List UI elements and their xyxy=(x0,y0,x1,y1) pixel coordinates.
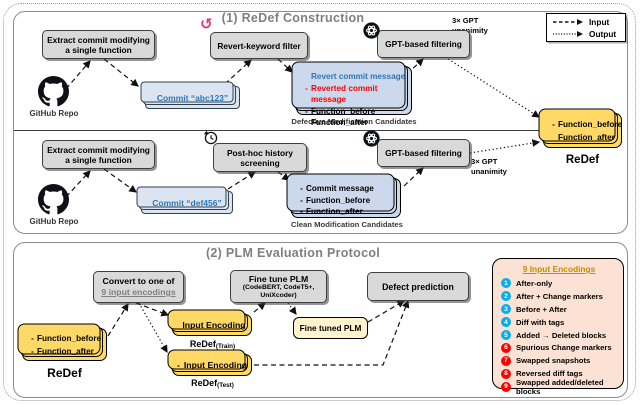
openai-icon-1 xyxy=(363,22,380,44)
defective-candidates-card: Revert commit message -Reverted commit m… xyxy=(296,66,412,127)
train-encoding-card: Input Encoding xyxy=(172,314,252,336)
card-line: -Function_after xyxy=(31,346,94,356)
redef-label-panel2: ReDef xyxy=(47,366,82,380)
posthoc-screening-box: Post-hoc history screening xyxy=(213,143,307,172)
encoding-num-badge: 6 xyxy=(501,342,511,353)
card-line: -Reverted commit message xyxy=(305,83,378,105)
clean-candidates-label: Clean Modification Candidates xyxy=(291,220,403,229)
github-repo-label-2: GitHub Repo xyxy=(29,217,79,226)
train-encoding-text: Input Encoding xyxy=(182,320,246,330)
openai-icon-2 xyxy=(363,130,380,152)
gpt-filtering-box-2: GPT-based filtering xyxy=(377,139,470,167)
encoding-num-badge: 3 xyxy=(501,304,511,315)
encodings-legend-title: 9 Input Encodings xyxy=(522,264,596,274)
github-icon xyxy=(38,76,69,112)
defective-candidates-label: Defective Modification Candidates xyxy=(291,117,417,126)
encoding-num-badge: 4 xyxy=(501,317,511,328)
io-legend: Input Output xyxy=(546,13,626,42)
test-encoding-text: -Input Encoding xyxy=(176,360,248,370)
card-line: Function_after xyxy=(558,133,615,142)
defect-prediction-box: Defect prediction xyxy=(367,272,469,301)
outer-dotted-frame xyxy=(3,3,636,401)
card-line: -Function_before xyxy=(31,334,102,343)
input-arrow-icon xyxy=(553,18,583,25)
card-line: -Function_before xyxy=(305,106,376,116)
plm-evaluation-panel xyxy=(13,242,628,398)
revert-keyword-filter-box: Revert-keyword filter xyxy=(210,32,308,59)
revert-icon: ↺ xyxy=(200,16,213,33)
extract-commit-box-2: Extract commit modifying a single functi… xyxy=(42,140,155,169)
redef-train-label: ReDef(Train) xyxy=(189,339,236,350)
redef-label-panel1: ReDef xyxy=(565,154,600,166)
card-line: -Commit message xyxy=(300,184,374,193)
clean-candidates-card: -Commit message -Function_before -Functi… xyxy=(291,178,401,218)
redef-dataset-card-panel2: -Function_before -Function_after xyxy=(22,328,107,361)
redef-construction-panel xyxy=(13,11,628,234)
panel1-title: (1) ReDef Construction xyxy=(221,11,365,25)
card-line: Revert commit message xyxy=(311,72,406,81)
card-line: -Function_before xyxy=(300,195,371,205)
redef-dataset-card-panel1: -Function_before Function_after xyxy=(543,113,622,148)
output-arrow-icon xyxy=(553,30,583,37)
io-legend-input-row: Input xyxy=(553,17,619,27)
io-legend-output-row: Output xyxy=(553,29,619,39)
commit-card-abc123: Commit “abc123” xyxy=(145,86,240,109)
test-encoding-card: -Input Encoding xyxy=(172,354,252,376)
card-line: -Function_before xyxy=(552,120,623,129)
github-repo-label-1: GitHub Repo xyxy=(29,109,79,118)
card-line: -Function_after xyxy=(300,207,363,216)
convert-box: Convert to one of 9 input encodings xyxy=(93,271,184,303)
commit-card-def456: Commit “def456” xyxy=(141,191,233,214)
io-legend-input-label: Input xyxy=(589,16,610,27)
gpt-unanimity-label-1: 3× GPT unanimity xyxy=(452,16,488,35)
encoding-num-badge: 1 xyxy=(501,278,511,289)
github-icon-2 xyxy=(38,184,69,220)
extract-commit-box-1: Extract commit modifying a single functi… xyxy=(42,30,155,59)
finetuned-plm-box: Fine tuned PLM xyxy=(293,317,368,339)
finetune-line2: (CodeBERT, CodeT5+, xyxy=(242,284,315,291)
encoding-num-badge: 8 xyxy=(501,368,511,379)
finetune-line3: UniXcoder) xyxy=(260,291,297,299)
finetune-line1: Fine tune PLM xyxy=(248,274,309,284)
panel1-divider xyxy=(14,130,542,131)
panel2-title: (2) PLM Evaluation Protocol xyxy=(205,246,381,260)
io-legend-output-label: Output xyxy=(589,28,617,39)
convert-box-line1: Convert to one of xyxy=(102,276,175,286)
encoding-num-badge: 5 xyxy=(501,330,511,340)
gpt-filtering-box-1: GPT-based filtering xyxy=(377,30,470,58)
gpt-unanimity-label-2: 3× GPT unanimity xyxy=(471,157,507,176)
encoding-num-badge: 9 xyxy=(501,381,511,392)
finetune-plm-box: Fine tune PLM (CodeBERT, CodeT5+, UniXco… xyxy=(230,270,327,303)
encoding-num-badge: 2 xyxy=(501,291,511,302)
convert-box-line2: 9 input encodings xyxy=(101,287,176,297)
card-line: Function_after xyxy=(311,118,368,127)
history-icon xyxy=(203,130,218,150)
encoding-num-badge: 7 xyxy=(501,355,511,366)
redef-test-label: ReDef(Test) xyxy=(191,378,234,389)
